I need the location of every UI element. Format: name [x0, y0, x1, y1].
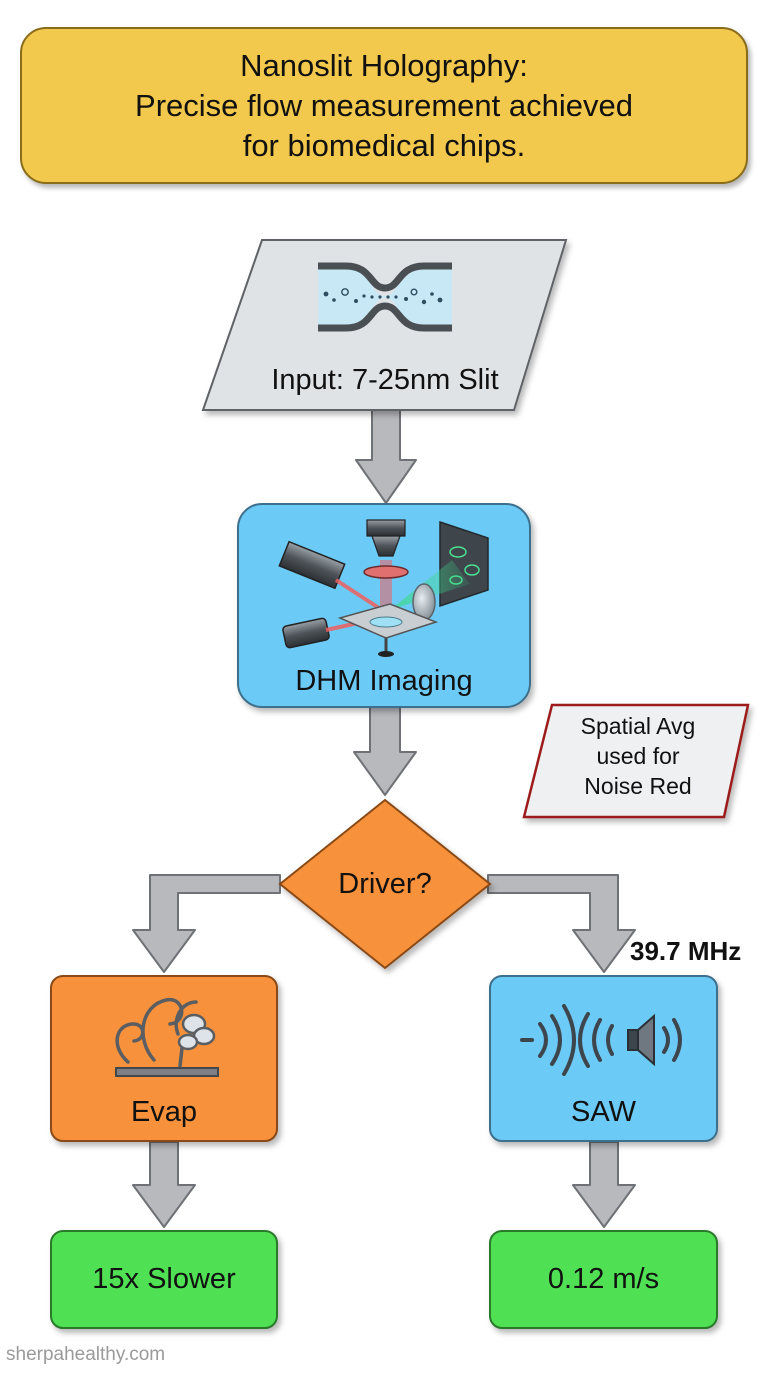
callout-line-1: Spatial Avg [580, 713, 696, 739]
title-line-1: Nanoslit Holography: [240, 47, 528, 83]
input-label: Input: 7-25nm Slit [271, 364, 499, 396]
result-left-label: 15x Slower [92, 1263, 236, 1295]
holographic-microscope-icon [278, 519, 489, 657]
decision-node [278, 798, 492, 970]
evaporation-steam-icon [115, 998, 219, 1077]
saw-label: SAW [571, 1096, 636, 1128]
callout-line-2: used for [596, 743, 680, 769]
arrow-saw-to-result [572, 1141, 636, 1228]
arrow-imaging-to-decision [353, 705, 417, 796]
arrow-decision-to-saw [487, 874, 636, 973]
title-line-3: for biomedical chips. [242, 127, 526, 163]
callout-line-3: Noise Red [584, 773, 692, 799]
result-right-node [489, 1230, 718, 1329]
result-right-label: 0.12 m/s [547, 1263, 660, 1295]
callout-note [522, 703, 750, 819]
arrow-input-to-imaging [355, 409, 417, 504]
title-box: Nanoslit Holography: Precise flow measur… [20, 27, 748, 184]
decision-label: Driver? [338, 868, 432, 900]
evap-node [50, 975, 278, 1142]
arrow-evap-to-result [132, 1141, 196, 1228]
saw-frequency-label: 39.7 MHz [630, 936, 742, 966]
result-left-node [50, 1230, 278, 1329]
arrow-decision-to-evap [132, 874, 281, 973]
nanoslit-channel-icon [318, 262, 452, 332]
watermark: sherpahealthy.com [6, 1344, 166, 1365]
evap-label: Evap [130, 1096, 198, 1128]
title-line-2: Precise flow measurement achieved [135, 87, 633, 123]
imaging-label: DHM Imaging [295, 665, 473, 697]
input-node [201, 239, 568, 411]
callout-text: Spatial Avg used for Noise Red [548, 711, 728, 801]
sound-wave-speaker-icon [520, 1004, 682, 1076]
saw-node [489, 975, 718, 1142]
